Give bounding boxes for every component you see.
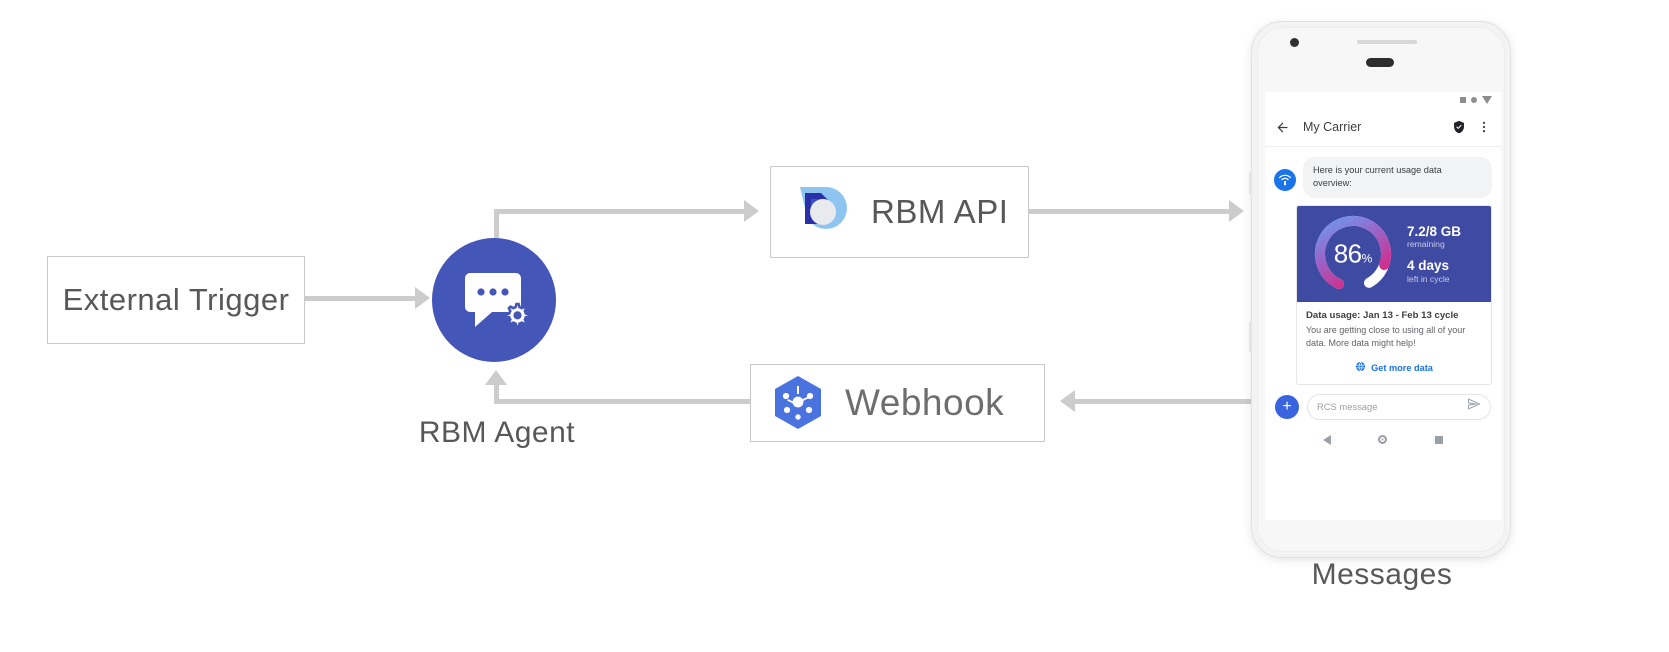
plus-icon[interactable]: + — [1275, 394, 1299, 419]
usage-gauge: 86% — [1305, 206, 1401, 302]
usage-stats: 7.2/8 GB remaining 4 days left in cycle — [1401, 224, 1483, 284]
node-webhook[interactable]: Webhook — [750, 364, 1045, 442]
phone-side-button-bottom[interactable] — [1249, 322, 1252, 352]
usage-panel: 86% 7.2/8 GB remaining 4 days left in cy… — [1297, 205, 1491, 302]
rcs-message-input[interactable]: RCS message — [1307, 393, 1491, 420]
phone-screen: My Carrier — [1265, 92, 1501, 520]
rbm-agent-label: RBM Agent — [418, 416, 576, 449]
get-more-data-label: Get more data — [1371, 362, 1433, 373]
chat-gear-icon — [465, 273, 531, 328]
rbm-api-logo-icon — [800, 187, 847, 229]
front-camera-icon — [1290, 38, 1299, 47]
more-vert-icon[interactable] — [1477, 120, 1491, 134]
android-nav-bar — [1265, 428, 1501, 454]
card-body: Data usage: Jan 13 - Feb 13 cycle You ar… — [1297, 302, 1491, 384]
signal-square-icon — [1460, 97, 1466, 103]
phone-device: My Carrier — [1249, 22, 1510, 557]
wifi-triangle-icon — [1482, 96, 1492, 104]
arrowhead-agent-to-api — [744, 200, 759, 222]
speaker-pill — [1366, 58, 1394, 67]
stat-days-left-value: 4 days — [1407, 258, 1450, 274]
arrowhead-webhook-to-agent — [485, 370, 507, 385]
webhook-label: Webhook — [845, 382, 1005, 423]
gauge-percent: 86% — [1305, 238, 1401, 269]
globe-icon — [1355, 359, 1366, 377]
connector-messages-to-webhook — [1075, 399, 1255, 404]
gauge-percent-symbol: % — [1361, 251, 1373, 266]
verified-shield-icon — [1452, 120, 1466, 134]
gauge-percent-value: 86 — [1333, 238, 1362, 269]
arrowhead-trigger-to-agent — [415, 287, 430, 309]
arrowhead-messages-to-webhook — [1060, 390, 1075, 412]
nav-recents-icon[interactable] — [1435, 435, 1444, 444]
connector-api-to-messages — [1029, 209, 1229, 214]
node-rbm-agent[interactable] — [432, 238, 556, 362]
app-bar: My Carrier — [1265, 108, 1501, 147]
stat-data-remaining-caption: remaining — [1407, 239, 1445, 250]
messages-label: Messages — [1311, 558, 1453, 591]
carrier-signal-avatar-icon — [1274, 169, 1296, 191]
stat-days-left-caption: left in cycle — [1407, 273, 1450, 284]
get-more-data-button[interactable]: Get more data — [1306, 359, 1482, 377]
connector-webhook-to-agent-horizontal — [494, 399, 750, 404]
phone-side-button-top[interactable] — [1249, 172, 1252, 194]
send-icon[interactable] — [1467, 397, 1481, 416]
gauge-ring-icon — [1315, 215, 1391, 292]
rcs-message-placeholder: RCS message — [1317, 401, 1378, 413]
app-bar-title: My Carrier — [1303, 120, 1362, 134]
status-bar — [1265, 92, 1501, 108]
message-composer: + RCS message — [1265, 385, 1501, 428]
node-external-trigger[interactable]: External Trigger — [47, 256, 305, 344]
connector-agent-to-api-vertical — [494, 209, 499, 249]
card-title: Data usage: Jan 13 - Feb 13 cycle — [1306, 309, 1459, 321]
nav-home-icon[interactable] — [1378, 435, 1388, 445]
connector-webhook-to-agent-vertical — [494, 385, 499, 404]
rbm-api-label: RBM API — [871, 193, 1009, 230]
conversation-area: Here is your current usage data overview… — [1265, 147, 1501, 385]
stat-data-remaining-value: 7.2/8 GB — [1407, 223, 1462, 239]
status-dot-icon — [1471, 97, 1477, 103]
card-description: You are getting close to using all of yo… — [1306, 324, 1466, 348]
arrowhead-api-to-messages — [1229, 200, 1244, 222]
connector-agent-to-api-horizontal — [494, 209, 744, 214]
external-trigger-label: External Trigger — [62, 282, 290, 317]
message-bubble: Here is your current usage data overview… — [1303, 157, 1492, 198]
webhook-hexagon-icon — [775, 376, 821, 429]
nav-back-icon[interactable] — [1322, 434, 1331, 445]
rich-card[interactable]: 86% 7.2/8 GB remaining 4 days left in cy… — [1296, 204, 1492, 385]
back-arrow-icon[interactable] — [1275, 120, 1290, 135]
message-row: Here is your current usage data overview… — [1265, 157, 1501, 198]
node-rbm-api[interactable]: RBM API — [770, 166, 1029, 258]
connector-trigger-to-agent — [305, 296, 415, 301]
earpiece-grille — [1357, 40, 1417, 44]
